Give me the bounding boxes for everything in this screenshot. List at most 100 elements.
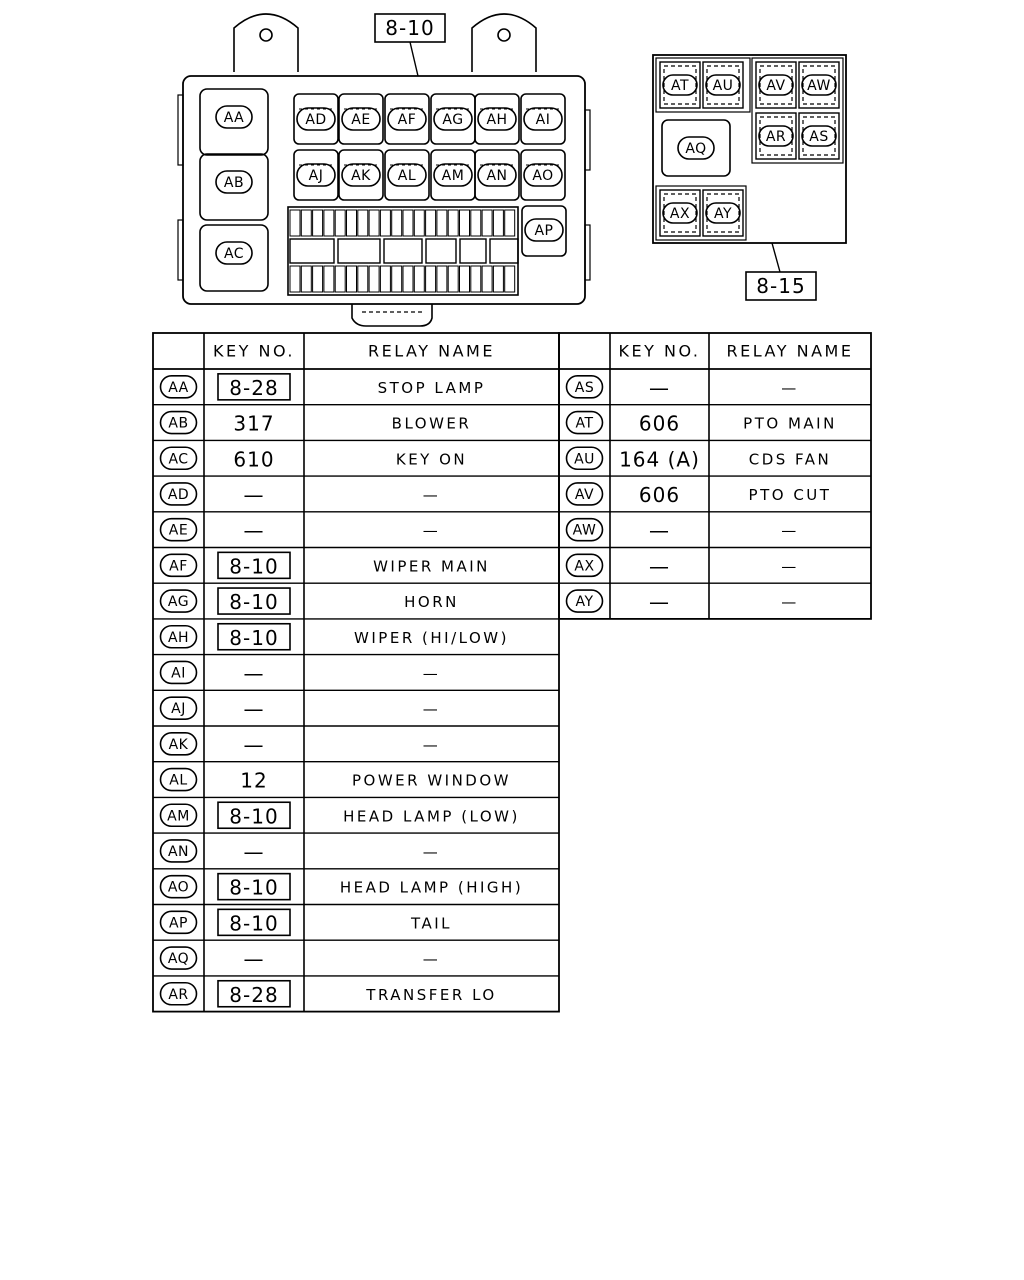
- fuse-top: [357, 209, 369, 237]
- relay-code-ap: AP: [534, 223, 553, 239]
- sub-slot-inner: [802, 65, 836, 105]
- fuse-top: [300, 209, 312, 237]
- relay-slot: [384, 149, 430, 201]
- header-relay-name: RELAY NAME: [727, 342, 854, 361]
- sub-relay-slot: [798, 112, 840, 160]
- relay-code-badge: [159, 517, 198, 542]
- relay-name-value: —: [781, 522, 799, 540]
- relay-slot: [293, 149, 339, 201]
- relay-code-badge: [159, 410, 198, 435]
- relay-code-badge: [215, 105, 253, 129]
- callout-label: 8-10: [385, 16, 434, 40]
- relay-code-badge: [801, 125, 837, 147]
- fuse-bottom: [334, 265, 346, 293]
- relay-name-value: —: [423, 700, 441, 718]
- relay-code-badge: [159, 446, 198, 471]
- relay-code-ay: AY: [575, 594, 593, 610]
- fuse-top: [379, 209, 391, 237]
- relay-code-ad: AD: [168, 487, 189, 503]
- sub-relay-slot: [755, 112, 797, 160]
- fuse-bottom: [492, 265, 504, 293]
- relay-code-badge: [159, 589, 198, 613]
- relay-code-badge: [433, 107, 473, 131]
- fuse-top: [436, 209, 448, 237]
- relay-name-value: TRANSFER LO: [365, 986, 496, 1004]
- relay-code-av: AV: [575, 487, 594, 503]
- sub-relay-slot-large: [661, 119, 731, 177]
- sub-section: [655, 185, 747, 241]
- relay-name-value: —: [781, 557, 799, 575]
- key-no-value: 8-10: [229, 804, 278, 828]
- relay-code-badge: [159, 910, 198, 935]
- relay-code-badge: [159, 553, 198, 578]
- relay-code-badge: [159, 874, 198, 899]
- fuse-top: [402, 209, 414, 237]
- relay-code-ap: AP: [169, 915, 188, 931]
- relay-code-badge: [662, 202, 698, 224]
- relay-code-at: AT: [575, 416, 593, 432]
- relay-code-aj: AJ: [309, 168, 324, 184]
- key-no-value: —: [244, 697, 265, 721]
- relay-code-ac: AC: [224, 246, 244, 262]
- sub-relay-slot: [702, 61, 744, 109]
- relay-code-badge: [565, 482, 604, 506]
- relay-code-ae: AE: [169, 523, 188, 539]
- relay-name-value: BLOWER: [392, 415, 472, 433]
- fuse-bottom: [391, 265, 403, 293]
- key-ref-box: [217, 872, 291, 901]
- relay-name-value: WIPER (HI/LOW): [354, 629, 509, 647]
- fuse-bottom: [436, 265, 448, 293]
- relay-slot: [474, 93, 520, 145]
- key-ref-box: [217, 551, 291, 580]
- sub-relay-slot: [755, 61, 797, 109]
- fuse-bottom: [300, 265, 312, 293]
- key-no-value: 164 (A): [619, 447, 700, 471]
- box-clip: [584, 109, 591, 171]
- fuse-bottom: [323, 265, 335, 293]
- relay-code-al: AL: [398, 168, 416, 184]
- relay-code-badge: [758, 74, 794, 96]
- relay-code-badge: [159, 482, 198, 506]
- key-no-value: —: [244, 733, 265, 757]
- table-frame: [152, 332, 560, 1013]
- relay-code-aq: AQ: [168, 951, 189, 967]
- relay-slot: [520, 93, 566, 145]
- relay-code-ac: AC: [168, 451, 188, 467]
- relay-code-aa: AA: [224, 110, 245, 126]
- relay-code-ax: AX: [574, 558, 594, 574]
- relay-code-badge: [662, 74, 698, 96]
- relay-code-badge: [477, 107, 517, 131]
- relay-code-badge: [159, 981, 198, 1006]
- box-clip: [177, 219, 184, 281]
- relay-name-value: STOP LAMP: [378, 379, 486, 397]
- relay-name-value: —: [423, 486, 441, 504]
- fuse-mid: [489, 238, 519, 264]
- relay-code-ar: AR: [168, 987, 188, 1003]
- fuse-bottom: [346, 265, 357, 293]
- key-no-value: —: [244, 483, 265, 507]
- relay-name-value: —: [423, 843, 441, 861]
- relay-code-aj: AJ: [171, 701, 186, 717]
- fuse-top: [447, 209, 459, 237]
- relay-code-badge: [215, 241, 253, 265]
- relay-code-badge: [758, 125, 794, 147]
- mount-hole: [259, 28, 273, 42]
- fuse-bottom: [459, 265, 470, 293]
- key-no-value: 606: [639, 483, 680, 507]
- relay-code-ar: AR: [766, 129, 786, 145]
- relay-code-badge: [159, 696, 198, 720]
- key-ref-box: [217, 979, 291, 1008]
- relay-code-badge: [159, 803, 198, 828]
- box-clip: [177, 94, 184, 166]
- header-key-no: KEY NO.: [213, 342, 295, 361]
- relay-code-aa: AA: [168, 380, 189, 396]
- relay-code-am: AM: [167, 808, 190, 824]
- relay-code-an: AN: [168, 844, 189, 860]
- relay-code-badge: [565, 589, 604, 613]
- header-relay-name: RELAY NAME: [368, 342, 495, 361]
- relay-code-badge: [159, 839, 198, 863]
- relay-code-ag: AG: [168, 594, 189, 610]
- mount-hole: [497, 28, 511, 42]
